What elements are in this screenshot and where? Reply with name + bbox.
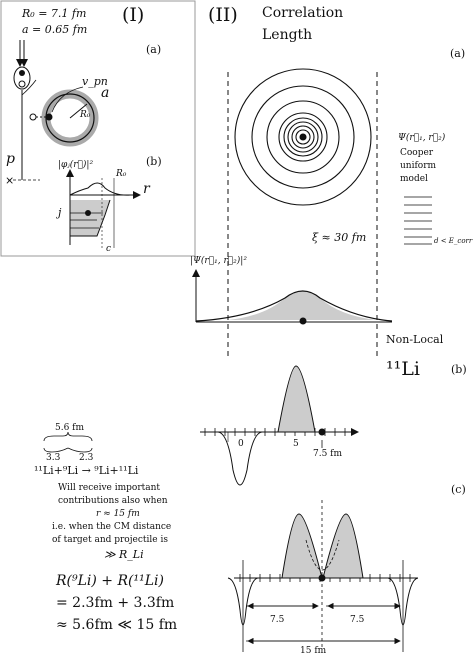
dist-total: 15 fm <box>300 646 327 656</box>
p-symbol: p <box>6 151 15 167</box>
cooper-line-3: model <box>400 174 428 184</box>
brace-right-num: 2.3 <box>79 453 94 463</box>
panel-I-frame <box>0 0 196 257</box>
R0-value: R₀ = 7.1 fm <box>22 7 87 20</box>
R0-tick: R₀ <box>116 169 127 179</box>
dist-left: 7.5 <box>270 615 285 625</box>
a-symbol: a <box>101 85 110 101</box>
dist-right: 7.5 <box>350 615 365 625</box>
note-line-1: Will receive important <box>58 483 161 493</box>
radii-line-3: ≈ 5.6fm ≪ 15 fm <box>56 617 178 633</box>
panel-I-sub-a: (a) <box>146 43 162 56</box>
xi-label: ξ ≈ 30 fm <box>312 231 367 244</box>
li11-plot <box>200 365 359 486</box>
cooper-line-2: uniform <box>400 161 437 171</box>
potential-well-diagram <box>66 169 141 248</box>
li11-label: ¹¹Li <box>386 358 420 380</box>
psi-squared-plot <box>192 269 393 325</box>
psi-squared-label: |Ψ(r⃗₁, r⃗₂)|² <box>190 256 247 266</box>
tick-0: 0 <box>238 439 244 449</box>
panel-c-sub: (c) <box>451 483 466 496</box>
panel-I-label: (I) <box>122 4 145 26</box>
note-line-3: r ≈ 15 fm <box>96 509 140 519</box>
r-axis-label: r <box>143 181 150 197</box>
reaction-brace <box>43 431 93 453</box>
projectile-path <box>8 40 40 181</box>
two-nucleus-plot <box>227 500 419 652</box>
nucleus-ring-diagram <box>29 86 99 147</box>
correlation-title-1: Correlation <box>262 5 344 21</box>
correlation-title-2: Length <box>262 27 313 43</box>
j-label: j <box>58 206 62 219</box>
note-line-5: of target and projectile is <box>52 535 168 545</box>
panel-II-label: (II) <box>208 4 238 26</box>
note-line-4: i.e. when the CM distance <box>52 522 172 532</box>
c-label: c <box>106 244 112 254</box>
brace-top-label: 5.6 fm <box>55 423 85 433</box>
note-line-6: ≫ R_Li <box>104 548 144 561</box>
cooper-line-1: Cooper <box>400 148 434 158</box>
tick-5: 5 <box>293 439 299 449</box>
nucleon-open <box>29 113 37 121</box>
nonlocal-label: Non-Local <box>386 333 444 346</box>
panel-II-sub-a: (a) <box>450 47 466 60</box>
a-value: a = 0.65 fm <box>22 23 88 36</box>
brace-left-num: 3.3 <box>46 453 61 463</box>
panel-I-sub-b: (b) <box>146 155 162 168</box>
x-mark: × <box>5 174 15 187</box>
panel-b-sub: (b) <box>451 363 467 376</box>
vpn-label: v_pn <box>82 75 108 88</box>
concentric-circles <box>234 68 372 206</box>
note-line-2: contributions also when <box>58 496 168 506</box>
radii-line-1: R(⁹Li) + R(¹¹Li) <box>56 573 164 589</box>
psi-label: Ψ(r⃗₁, r⃗₂) <box>398 133 446 143</box>
R0-symbol: R₀ <box>80 110 91 120</box>
tick-7-5: 7.5 fm <box>313 449 343 459</box>
nucleon-dot <box>45 113 53 121</box>
d-label: d < E_corr <box>434 237 473 245</box>
phi-label: |φⱼ(r⃗)|² <box>58 160 94 170</box>
cooper-levels <box>404 196 432 245</box>
radii-line-2: = 2.3fm + 3.3fm <box>56 595 175 611</box>
reaction-equation: ¹¹Li+⁹Li → ⁹Li+¹¹Li <box>34 464 139 477</box>
